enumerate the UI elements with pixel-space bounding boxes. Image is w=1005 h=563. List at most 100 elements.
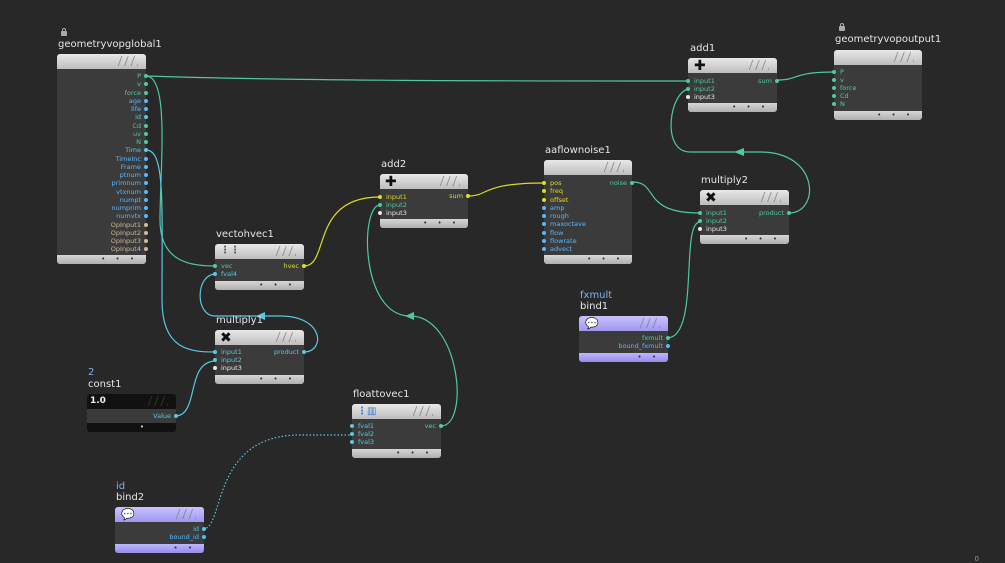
output-port-bound_fxmult[interactable]: bound_fxmult — [618, 342, 663, 350]
input-port-input2[interactable]: input2 — [386, 201, 407, 209]
output-port-sum[interactable]: sum — [758, 77, 772, 85]
output-port-sum[interactable]: sum — [449, 192, 463, 200]
port-connector[interactable] — [350, 432, 354, 436]
port-connector[interactable] — [144, 115, 148, 120]
port-connector[interactable] — [832, 86, 836, 90]
output-port-noise[interactable]: noise — [609, 179, 627, 187]
output-port-id[interactable]: id — [135, 113, 141, 122]
port-connector[interactable] — [144, 197, 148, 202]
port-connector[interactable] — [144, 131, 148, 136]
output-port-age[interactable]: age — [128, 96, 141, 105]
port-connector[interactable] — [666, 336, 670, 340]
output-port-p[interactable]: P — [137, 72, 141, 80]
node-footer[interactable]: • • — [115, 544, 204, 553]
node-header[interactable] — [87, 394, 176, 409]
node-footer[interactable]: • • • — [352, 449, 441, 458]
port-connector[interactable] — [144, 206, 148, 210]
port-connector[interactable] — [378, 195, 382, 199]
port-connector[interactable] — [542, 181, 546, 185]
port-connector[interactable] — [144, 140, 148, 144]
port-connector[interactable] — [775, 79, 779, 83]
port-connector[interactable] — [144, 98, 148, 103]
port-connector[interactable] — [378, 211, 382, 215]
port-connector[interactable] — [542, 205, 546, 210]
port-connector[interactable] — [144, 189, 148, 194]
node-footer[interactable]: • • • — [215, 375, 304, 384]
node-footer[interactable]: • • • — [380, 219, 468, 228]
output-port-vec[interactable]: vec — [424, 422, 436, 430]
output-port-hvec[interactable]: hvec — [283, 262, 299, 270]
port-connector[interactable] — [144, 214, 148, 219]
input-port-freq[interactable]: freq — [550, 187, 563, 196]
input-port-cd[interactable]: Cd — [840, 92, 849, 100]
port-connector[interactable] — [144, 156, 148, 161]
node-footer[interactable]: • • — [579, 353, 668, 362]
port-connector[interactable] — [686, 95, 690, 99]
port-connector[interactable] — [542, 189, 546, 194]
input-port-flow[interactable]: flow — [550, 228, 564, 237]
output-port-bound_id[interactable]: bound_id — [169, 533, 199, 541]
input-port-input3[interactable]: input3 — [221, 364, 242, 372]
port-connector[interactable] — [630, 181, 634, 185]
output-port-opinput2[interactable]: OpInput2 — [110, 228, 141, 237]
output-port-opinput1[interactable]: OpInput1 — [110, 220, 141, 229]
input-port-amp[interactable]: amp — [550, 203, 565, 212]
input-port-p[interactable]: P — [840, 68, 844, 76]
port-connector[interactable] — [832, 102, 836, 106]
input-port-input1[interactable]: input1 — [694, 77, 715, 85]
port-connector[interactable] — [144, 173, 148, 177]
node-flags[interactable] — [411, 406, 433, 416]
node-header[interactable] — [380, 174, 468, 189]
node-const1[interactable]: 1.0 • Value — [87, 394, 178, 432]
input-port-input3[interactable]: input3 — [694, 93, 715, 101]
input-port-n[interactable]: N — [840, 100, 845, 108]
port-connector[interactable] — [174, 414, 178, 418]
port-connector[interactable] — [686, 79, 690, 83]
node-flags[interactable] — [174, 509, 196, 519]
port-connector[interactable] — [144, 247, 148, 252]
port-connector[interactable] — [832, 70, 836, 74]
port-connector[interactable] — [302, 264, 306, 268]
output-port-ptnum[interactable]: ptnum — [119, 171, 141, 179]
lock-icon[interactable] — [839, 23, 845, 31]
output-port-cd[interactable]: Cd — [132, 121, 141, 130]
input-port-vec[interactable]: vec — [221, 262, 233, 270]
node-footer[interactable]: • • • — [834, 111, 922, 120]
node-header[interactable] — [688, 58, 777, 73]
node-header[interactable] — [115, 507, 204, 522]
node-header[interactable] — [352, 404, 441, 419]
node-footer[interactable]: • — [87, 423, 176, 432]
node-flags[interactable] — [602, 162, 624, 172]
port-connector[interactable] — [144, 239, 148, 243]
node-footer[interactable]: • • • — [700, 235, 789, 244]
port-connector[interactable] — [542, 222, 546, 227]
output-port-value[interactable]: Value — [153, 412, 171, 420]
output-port-n[interactable]: N — [136, 138, 141, 146]
node-flags[interactable] — [274, 246, 296, 256]
output-port-vtxnum[interactable]: vtxnum — [116, 187, 141, 196]
input-port-input1[interactable]: input1 — [221, 348, 242, 356]
node-flags[interactable] — [146, 396, 168, 406]
node-footer[interactable]: • • • — [544, 255, 632, 264]
node-flags[interactable] — [116, 56, 138, 66]
port-connector[interactable] — [542, 197, 546, 202]
node-flags[interactable] — [747, 60, 769, 70]
port-connector[interactable] — [144, 181, 148, 186]
port-connector[interactable] — [144, 107, 148, 111]
output-port-numvtx[interactable]: numvtx — [116, 212, 141, 221]
input-port-input3[interactable]: input3 — [706, 225, 727, 233]
port-connector[interactable] — [202, 527, 206, 531]
output-port-time[interactable]: Time — [125, 146, 141, 155]
node-header[interactable] — [579, 316, 668, 331]
port-connector[interactable] — [144, 90, 148, 95]
port-connector[interactable] — [698, 211, 702, 215]
output-port-opinput3[interactable]: OpInput3 — [110, 237, 141, 245]
lock-icon[interactable] — [61, 28, 67, 36]
input-port-input3[interactable]: input3 — [386, 209, 407, 217]
port-connector[interactable] — [542, 230, 546, 235]
node-header[interactable] — [215, 244, 304, 259]
